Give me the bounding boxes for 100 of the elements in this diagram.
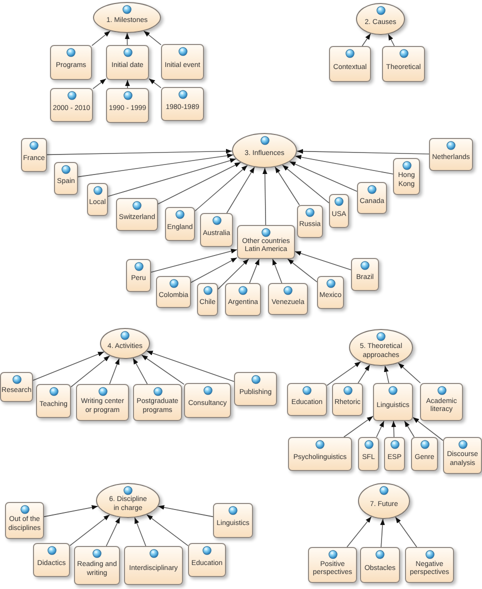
- subtopic-box: [443, 437, 482, 474]
- subtopic-box: [329, 46, 371, 82]
- arrow: [141, 354, 184, 385]
- subtopic-box: [106, 45, 149, 80]
- subtopic-box: [33, 543, 70, 577]
- arrow: [376, 420, 384, 438]
- subtopic-box: [268, 283, 308, 315]
- subtopic-box: [420, 383, 463, 421]
- arrow: [326, 361, 362, 386]
- arrow: [70, 514, 110, 546]
- arrow: [194, 165, 248, 212]
- arrow: [412, 417, 444, 441]
- subtopic-box: [225, 283, 261, 316]
- subtopic-box: [308, 547, 357, 583]
- arrow: [132, 358, 148, 384]
- subtopic-box: [288, 437, 352, 471]
- subtopic-box: [357, 182, 387, 214]
- arrow: [125, 80, 130, 88]
- subtopic-box: [76, 384, 129, 421]
- subtopic-box: [393, 158, 420, 195]
- arrow: [150, 248, 238, 273]
- subtopic-box: [200, 213, 233, 247]
- arrow: [108, 158, 236, 197]
- subtopic-box: [50, 88, 93, 122]
- subtopic-box: [384, 437, 405, 471]
- subtopic-box: [297, 205, 323, 238]
- topic-ellipse: [349, 329, 413, 366]
- subtopic-box: [237, 225, 295, 259]
- subtopic-box: [50, 45, 92, 80]
- subtopic-box: [54, 162, 78, 195]
- arrow: [398, 362, 421, 384]
- arrow: [294, 251, 352, 270]
- arrow: [358, 364, 370, 384]
- topic-ellipse: [96, 483, 160, 518]
- arrow: [109, 358, 120, 384]
- arrow: [158, 505, 214, 518]
- subtopic-box: [0, 372, 33, 402]
- arrow: [262, 168, 268, 226]
- subtopic-box: [184, 383, 231, 418]
- subtopic-box: [351, 258, 379, 291]
- topic-ellipse: [100, 328, 150, 359]
- subtopic-box: [106, 88, 149, 123]
- topic-ellipse: [356, 3, 405, 35]
- subtopic-box: [161, 44, 204, 80]
- arrow: [134, 517, 146, 546]
- topic-ellipse: [93, 2, 161, 33]
- arrow: [143, 30, 162, 46]
- subtopic-box: [156, 276, 191, 308]
- arrow: [146, 514, 188, 546]
- arrow: [44, 505, 98, 518]
- arrow: [46, 148, 232, 156]
- arrow: [282, 164, 330, 204]
- subtopic-box: [213, 503, 253, 538]
- subtopic-box: [358, 437, 379, 471]
- arrow: [344, 416, 374, 438]
- arrow: [78, 153, 234, 178]
- arrow: [404, 420, 415, 438]
- subtopic-box: [133, 384, 182, 421]
- arrow: [158, 162, 242, 204]
- subtopic-box: [165, 207, 195, 241]
- subtopic-box: [411, 437, 438, 471]
- arrow: [380, 518, 385, 548]
- arrow: [384, 366, 390, 384]
- subtopic-box: [317, 276, 344, 309]
- subtopic-box: [429, 138, 473, 171]
- arrow: [92, 30, 111, 46]
- arrow: [70, 355, 110, 388]
- subtopic-box: [5, 502, 44, 539]
- arrow: [92, 78, 106, 90]
- subtopic-box: [36, 384, 71, 418]
- arrow: [272, 258, 282, 284]
- subtopic-box: [329, 194, 349, 228]
- arrow: [249, 258, 260, 284]
- arrow: [124, 32, 130, 46]
- arrow: [274, 166, 300, 206]
- arrow: [146, 350, 234, 382]
- subtopic-box: [360, 547, 400, 583]
- subtopic-box: [332, 383, 363, 416]
- arrow: [294, 154, 394, 174]
- subtopic-box: [116, 198, 158, 231]
- arrow: [32, 352, 104, 381]
- subtopic-box: [188, 543, 226, 577]
- arrow: [391, 420, 396, 438]
- subtopic-box: [74, 546, 120, 585]
- subtopic-box: [405, 547, 454, 583]
- subtopic-box: [373, 383, 413, 421]
- arrow: [148, 78, 162, 88]
- subtopic-box: [382, 46, 425, 82]
- subtopic-box: [287, 383, 327, 416]
- subtopic-box: [234, 372, 277, 406]
- topic-ellipse: [358, 483, 410, 519]
- arrow: [289, 161, 358, 192]
- subtopic-box: [161, 87, 204, 121]
- subtopic-box: [87, 183, 108, 216]
- arrow: [296, 148, 430, 154]
- subtopic-box: [197, 283, 218, 316]
- subtopic-box: [126, 259, 151, 292]
- arrow: [190, 257, 238, 283]
- arrow: [106, 517, 120, 546]
- arrow: [395, 516, 418, 548]
